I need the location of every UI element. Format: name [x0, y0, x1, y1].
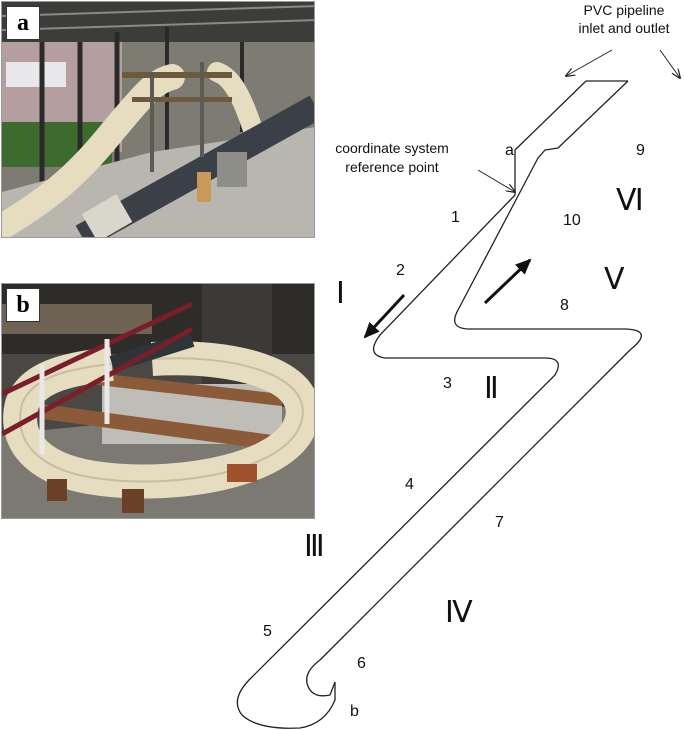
section-label-9: 9: [636, 142, 645, 159]
photo-a: a: [1, 1, 315, 238]
outlet-arrow: [659, 49, 680, 78]
zone-label-1: Ⅰ: [336, 277, 345, 310]
section-label-7: 7: [495, 514, 504, 531]
section-label-6: 6: [357, 655, 366, 672]
section-label-2: 2: [396, 262, 405, 279]
point-a-label: a: [505, 142, 514, 159]
panel-a-badge: a: [6, 6, 40, 40]
photo-b: b: [1, 283, 315, 519]
reference-label-line2: reference point: [345, 159, 439, 175]
inlet-outlet-label-line2: inlet and outlet: [578, 20, 669, 36]
photo-b-image: [2, 284, 314, 518]
zone-label-4: Ⅳ: [445, 596, 473, 629]
reference-arrow: [477, 169, 515, 192]
section-label-8: 8: [560, 297, 569, 314]
reference-label-line1: coordinate system: [335, 140, 449, 156]
flow-arrow-down: [363, 293, 406, 339]
inlet-outlet-label-line1: PVC pipeline: [584, 2, 665, 18]
zone-label-5: Ⅴ: [604, 263, 625, 296]
section-label-5: 5: [263, 623, 272, 640]
flow-arrow-up: [483, 258, 532, 305]
zone-label-3: Ⅲ: [304, 530, 325, 563]
point-b-label: b: [350, 703, 359, 720]
zone-label-6: Ⅵ: [616, 184, 644, 217]
panel-b-badge: b: [6, 288, 40, 322]
pipeline-outline-outer: [236, 80, 587, 729]
section-label-10: 10: [563, 212, 581, 229]
pipeline-outline-inner: [306, 80, 642, 697]
zone-label-2: Ⅱ: [484, 372, 499, 405]
inlet-arrow: [566, 49, 613, 76]
section-label-1: 1: [451, 209, 460, 226]
outlet-leg: [628, 81, 680, 82]
section-label-3: 3: [443, 375, 452, 392]
section-label-4: 4: [405, 476, 414, 493]
photo-a-image: [2, 2, 314, 237]
inlet-outlet-cap: [586, 81, 680, 275]
